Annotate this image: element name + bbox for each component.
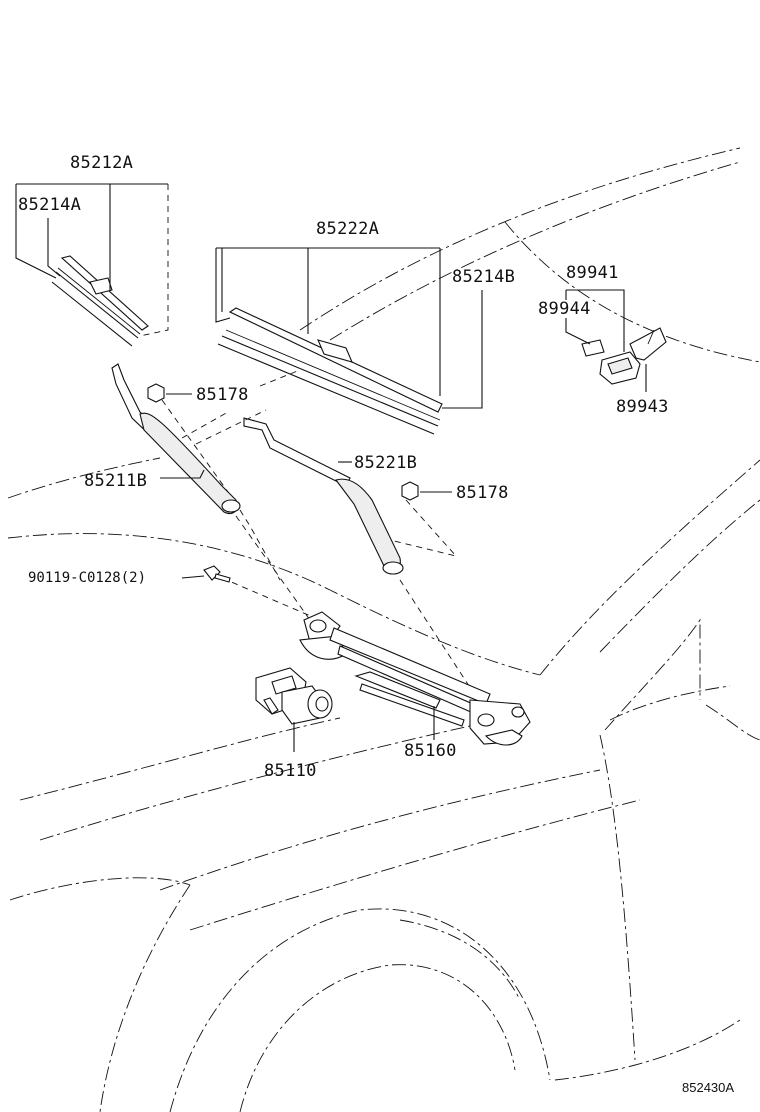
arm-passenger[interactable] xyxy=(111,363,241,515)
rain-sensor-cover[interactable] xyxy=(581,339,605,357)
label-arm-passenger: 85211B xyxy=(84,471,147,491)
nut-right[interactable] xyxy=(401,481,419,501)
label-bolt: 90119-C0128(2) xyxy=(28,570,146,586)
label-wiper-link: 85160 xyxy=(404,741,457,761)
vehicle-body-outline xyxy=(7,147,760,1112)
callout-bolt xyxy=(181,575,205,579)
callout-89941 xyxy=(565,289,647,392)
arm-driver[interactable] xyxy=(243,417,404,575)
label-sensor-part-b: 89943 xyxy=(616,397,669,417)
callout-85222A xyxy=(215,247,483,409)
blade-assy-passenger[interactable] xyxy=(51,255,149,347)
wiper-link[interactable] xyxy=(299,611,531,746)
label-wiper-motor: 85110 xyxy=(264,761,317,781)
label-nut-right: 85178 xyxy=(456,483,509,503)
label-blade-rubber-driver: 85214B xyxy=(452,267,515,287)
label-blade-assy-passenger: 85212A xyxy=(70,153,133,173)
callout-85212A xyxy=(15,183,169,337)
bolt[interactable] xyxy=(203,565,231,583)
label-sensor-assy: 89941 xyxy=(566,263,619,283)
installation-guide-lines xyxy=(161,369,487,713)
rain-sensor[interactable] xyxy=(599,327,667,385)
label-blade-assy-driver: 85222A xyxy=(316,219,379,239)
label-blade-rubber-passenger: 85214A xyxy=(18,195,81,215)
label-nut-top: 85178 xyxy=(196,385,249,405)
wiper-motor[interactable] xyxy=(255,667,333,725)
label-arm-driver: 85221B xyxy=(354,453,417,473)
callout-85211B xyxy=(160,469,205,479)
nut-top[interactable] xyxy=(147,383,165,403)
blade-assy-driver[interactable] xyxy=(217,307,443,435)
label-sensor-part-a: 89944 xyxy=(538,299,591,319)
illustration-number: 852430A xyxy=(682,1080,734,1095)
